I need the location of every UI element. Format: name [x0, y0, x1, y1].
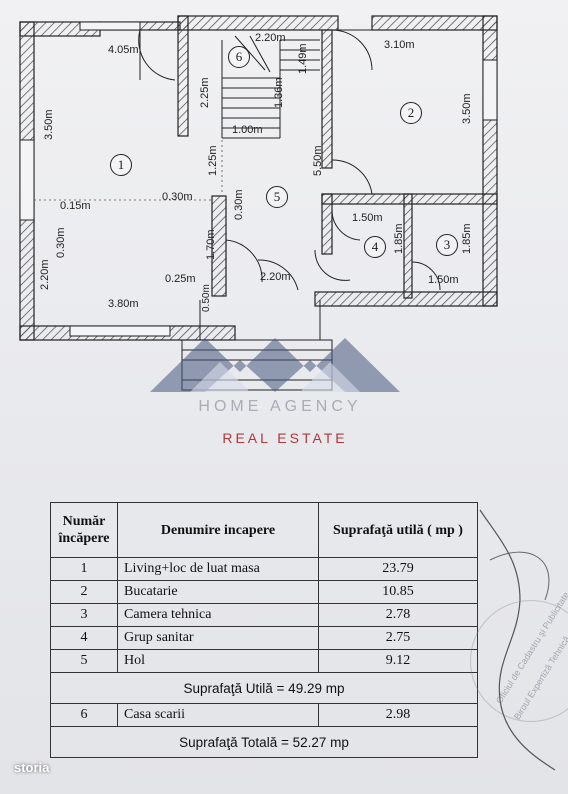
dimension-label: 1.25m — [207, 145, 219, 176]
dimension-label: 0.30m — [55, 227, 67, 258]
dimension-label: 3.50m — [43, 109, 55, 140]
cell-room-area: 9.12 — [318, 649, 478, 673]
window-top-left — [79, 21, 141, 31]
room-number-2: 2 — [400, 102, 422, 124]
dimension-label: 2.20m — [255, 32, 286, 44]
table-row: 6 Casa scarii 2.98 — [50, 703, 478, 727]
agency-logo-icon — [150, 338, 400, 392]
dimension-label: 2.20m — [260, 271, 291, 283]
dimension-label: 1.85m — [461, 223, 473, 254]
dimension-label: 1.50m — [352, 212, 383, 224]
table-row: 2 Bucatarie 10.85 — [50, 580, 478, 604]
cell-room-name: Casa scarii — [117, 703, 319, 727]
wall-inner-v3 — [403, 193, 413, 299]
cell-room-name: Camera tehnica — [117, 603, 319, 627]
storia-logo: storia — [14, 760, 50, 775]
room-number-6: 6 — [228, 46, 250, 68]
total-area: Suprafaţă Totală = 52.27 mp — [50, 726, 478, 758]
window-bottom — [69, 325, 171, 337]
window-right — [482, 59, 498, 121]
wall-inner-v2 — [321, 29, 333, 169]
area-table: Număr încăpere Denumire incapere Suprafa… — [50, 502, 478, 758]
dimension-label: 0.25m — [165, 273, 196, 285]
dimension-label: 1.00m — [232, 124, 263, 136]
useful-area-total: Suprafaţă Utilă = 49.29 mp — [50, 672, 478, 704]
dimension-label: 1.70m — [205, 229, 217, 260]
dimension-label: 3.50m — [461, 93, 473, 124]
room-number-3: 3 — [436, 234, 458, 256]
table-row: 5 Hol 9.12 — [50, 649, 478, 673]
dimension-label: 1.49m — [297, 43, 309, 74]
useful-total-row: Suprafaţă Utilă = 49.29 mp — [50, 672, 478, 704]
cell-room-name: Bucatarie — [117, 580, 319, 604]
wall-inner-v1 — [177, 15, 189, 137]
dimension-label: 3.10m — [384, 39, 415, 51]
wall-inner-v4 — [211, 195, 227, 297]
room-number-1: 1 — [110, 154, 132, 176]
table-row: 1 Living+loc de luat masa 23.79 — [50, 557, 478, 581]
dimension-label: 0.50m — [201, 284, 212, 312]
header-room-number: Număr încăpere — [50, 502, 118, 558]
dimension-label: 0.30m — [233, 189, 245, 220]
dimension-label: 0.30m — [162, 191, 193, 203]
dimension-label: 5.50m — [312, 145, 324, 176]
cell-room-area: 2.98 — [318, 703, 478, 727]
room-number-4: 4 — [364, 236, 386, 258]
header-room-name: Denumire incapere — [117, 502, 319, 558]
dimension-label: 1.50m — [428, 274, 459, 286]
dimension-label: 2.20m — [39, 259, 51, 290]
cell-room-area: 10.85 — [318, 580, 478, 604]
dimension-label: 2.25m — [199, 77, 211, 108]
dimension-label: 4.05m — [108, 44, 139, 56]
table-header-row: Număr încăpere Denumire incapere Suprafa… — [50, 502, 478, 558]
cell-room-name: Living+loc de luat masa — [117, 557, 319, 581]
wall-top-right — [371, 15, 498, 31]
header-useful-area: Suprafaţă utilă ( mp ) — [318, 502, 478, 558]
cell-room-number: 4 — [50, 626, 118, 650]
agency-brand-text: HOME AGENCY — [198, 398, 362, 415]
cell-room-number: 5 — [50, 649, 118, 673]
cell-room-name: Hol — [117, 649, 319, 673]
cell-room-name: Grup sanitar — [117, 626, 319, 650]
table-row: 4 Grup sanitar 2.75 — [50, 626, 478, 650]
table-row: 3 Camera tehnica 2.78 — [50, 603, 478, 627]
wall-inner-v5 — [321, 193, 333, 255]
grand-total-row: Suprafaţă Totală = 52.27 mp — [50, 726, 478, 758]
dimension-label: 3.80m — [108, 298, 139, 310]
window-left — [19, 139, 35, 221]
cell-room-area: 23.79 — [318, 557, 478, 581]
cell-room-number: 3 — [50, 603, 118, 627]
agency-tagline: REAL ESTATE — [222, 430, 348, 446]
cell-room-number: 1 — [50, 557, 118, 581]
room-number-5: 5 — [266, 186, 288, 208]
cell-room-area: 2.75 — [318, 626, 478, 650]
dimension-label: 0.15m — [60, 200, 91, 212]
wall-top-mid — [177, 15, 339, 31]
cell-room-area: 2.78 — [318, 603, 478, 627]
cell-room-number: 2 — [50, 580, 118, 604]
dimension-label: 1.36m — [273, 77, 285, 108]
dimension-label: 1.85m — [393, 223, 405, 254]
cell-room-number: 6 — [50, 703, 118, 727]
